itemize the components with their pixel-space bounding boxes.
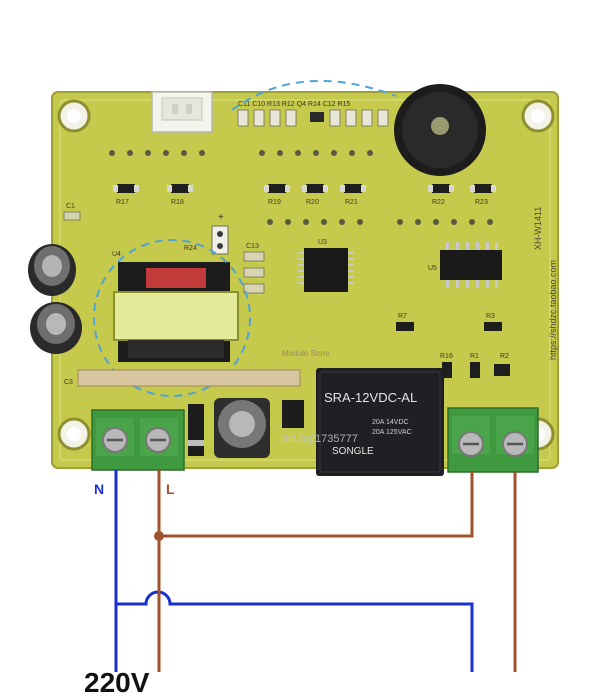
wiring-diagram bbox=[114, 470, 517, 672]
transistor bbox=[494, 364, 510, 376]
jst-connector bbox=[151, 91, 213, 133]
top-component-labels: C11 C10 R13 R12 Q4 R14 C12 R15 bbox=[238, 101, 350, 108]
relay-model-text: SRA-12VDC-AL bbox=[324, 390, 417, 405]
relay bbox=[316, 368, 444, 476]
label-r16: R16 bbox=[440, 353, 453, 360]
label-r17: R17 bbox=[116, 199, 129, 206]
terminal-block-right bbox=[447, 407, 539, 473]
voltage-label: 220V bbox=[84, 667, 150, 698]
label-r7: R7 bbox=[398, 313, 407, 320]
label-r2: R2 bbox=[500, 353, 509, 360]
label-r1: R1 bbox=[470, 353, 479, 360]
electrolytic-capacitor bbox=[28, 244, 76, 296]
highlight-arc bbox=[231, 79, 397, 111]
label-r21: R21 bbox=[345, 199, 358, 206]
mounting-hole bbox=[57, 417, 91, 451]
pad bbox=[217, 231, 223, 237]
relay-rating-1: 20A 14VDC bbox=[372, 419, 409, 426]
junction-dot bbox=[154, 531, 164, 541]
label-u4: U4 bbox=[112, 251, 121, 258]
pad-row bbox=[109, 150, 493, 225]
resistor-r3 bbox=[484, 322, 502, 331]
live-wire-branch bbox=[159, 472, 474, 538]
neutral-wire-branch bbox=[116, 590, 474, 672]
jumper-header bbox=[211, 225, 229, 255]
board-url-text: https://shdzc.taobao.com bbox=[548, 260, 558, 360]
watermark: alo.bg/1735777 bbox=[282, 433, 358, 445]
label-u5: U5 bbox=[428, 265, 437, 272]
smd-cap-c1 bbox=[63, 211, 81, 221]
label-c1: C1 bbox=[66, 203, 75, 210]
label-u3: U3 bbox=[318, 239, 327, 246]
smd-cap bbox=[243, 267, 265, 278]
resistor-r16 bbox=[442, 362, 452, 378]
pcb-board: C11 C10 R13 R12 Q4 R14 C12 R15 R17 R18 R… bbox=[28, 79, 559, 476]
neutral-label: N bbox=[94, 481, 104, 497]
label-r3: R3 bbox=[486, 313, 495, 320]
transistor-q4 bbox=[310, 112, 324, 122]
chip-u3 bbox=[298, 248, 354, 292]
highlight-circle bbox=[93, 239, 251, 397]
mounting-hole bbox=[57, 99, 91, 133]
board-model-text: XH-W1411 bbox=[533, 207, 543, 250]
buzzer bbox=[394, 84, 486, 176]
diode bbox=[282, 400, 304, 428]
diode bbox=[188, 404, 204, 456]
resistor-row bbox=[113, 184, 496, 193]
chip-u5 bbox=[440, 242, 502, 288]
pad bbox=[217, 243, 223, 249]
label-r23: R23 bbox=[475, 199, 488, 206]
label-r20: R20 bbox=[306, 199, 319, 206]
smd-cap bbox=[243, 251, 265, 262]
pin-header-strip bbox=[77, 369, 301, 387]
resistor-r7 bbox=[396, 322, 414, 331]
terminal-block-left bbox=[91, 409, 185, 471]
label-r19: R19 bbox=[268, 199, 281, 206]
diode-band bbox=[188, 440, 204, 446]
label-r22: R22 bbox=[432, 199, 445, 206]
smd-cap bbox=[243, 283, 265, 294]
live-label: L bbox=[166, 481, 175, 497]
label-c13: C13 bbox=[246, 243, 259, 250]
mounting-hole bbox=[521, 99, 555, 133]
label-plus: + bbox=[218, 212, 224, 223]
transformer bbox=[113, 262, 239, 362]
store-text: Module Store bbox=[282, 349, 330, 358]
electrolytic-capacitor bbox=[30, 302, 82, 354]
smd-row bbox=[237, 109, 389, 127]
electrolytic-capacitor bbox=[214, 398, 270, 458]
label-r24: R24 bbox=[184, 245, 197, 252]
label-r18: R18 bbox=[171, 199, 184, 206]
label-c3: C3 bbox=[64, 379, 73, 386]
relay-rating-2: 20A 125VAC bbox=[372, 429, 412, 436]
resistor-r1 bbox=[470, 362, 480, 378]
relay-brand-text: SONGLE bbox=[332, 446, 374, 457]
